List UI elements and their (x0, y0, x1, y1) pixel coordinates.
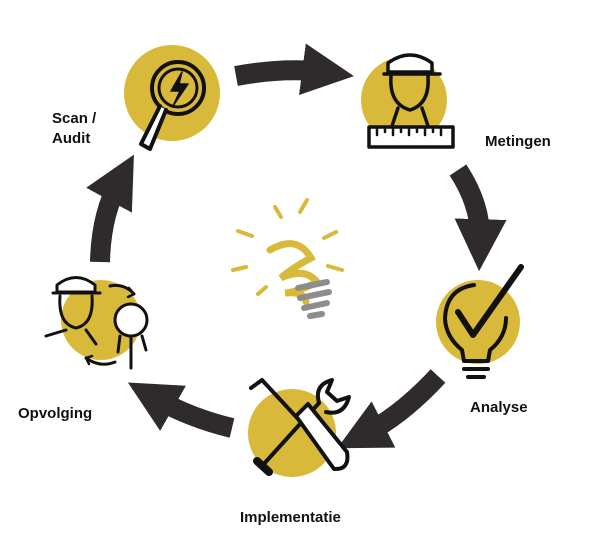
step-label-analyse: Analyse (470, 399, 528, 416)
magnifier-lightning-icon (139, 60, 206, 151)
step-label-implementatie: Implementatie (240, 509, 341, 526)
step-implementatie (248, 378, 351, 477)
wrench-screwdriver-icon (249, 378, 351, 476)
arrow-metingen-to-analyse (449, 164, 507, 272)
step-label-opvolging: Opvolging (18, 405, 92, 422)
step-label-line: Scan / (52, 110, 97, 127)
step-label-line: Analyse (470, 399, 528, 416)
cycle-arrows (86, 43, 507, 449)
arrow-implementatie-to-opvolging (127, 382, 235, 438)
step-metingen (361, 53, 455, 149)
lightbulb-icon (231, 198, 344, 319)
lightbulb-glow (231, 198, 344, 306)
step-analyse (436, 264, 524, 379)
step-label-metingen: Metingen (485, 133, 551, 150)
workers-cycle-icon (44, 276, 149, 370)
step-label-line: Audit (52, 130, 90, 147)
step-label-line: Metingen (485, 133, 551, 150)
arrow-opvolging-to-scan (86, 154, 134, 263)
step-circle (124, 45, 220, 141)
lightbulb-base (295, 279, 332, 319)
step-opvolging (44, 276, 149, 370)
step-label-line: Opvolging (18, 405, 92, 422)
step-scan-audit (124, 45, 220, 151)
step-label-scan-audit: Scan / Audit (52, 110, 100, 147)
worker-ruler-icon (367, 53, 455, 149)
step-label-line: Implementatie (240, 509, 341, 526)
arrow-analyse-to-implementatie (337, 369, 446, 449)
lightbulb-check-icon (443, 264, 524, 379)
arrow-scan-to-metingen (234, 43, 354, 96)
